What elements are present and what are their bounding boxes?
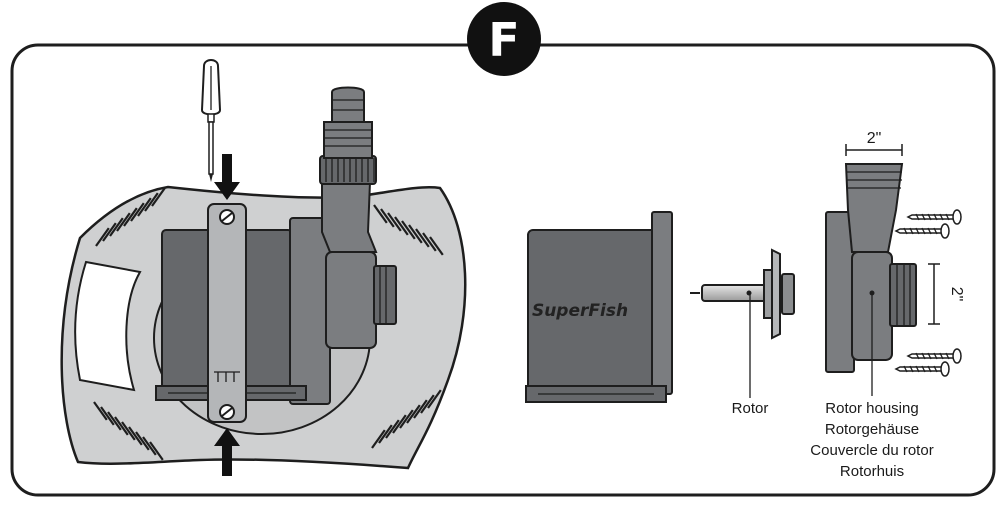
- rotor-impeller: [771, 248, 781, 340]
- strap-screw-top: [219, 209, 235, 225]
- pump-front-plate: [289, 217, 331, 405]
- rotor-housing-mounted: [325, 251, 377, 349]
- strap-screw-bottom: [219, 404, 235, 420]
- motor-front-flange: [651, 211, 673, 395]
- rotor-shaft: [701, 284, 767, 302]
- step-badge: F: [467, 2, 541, 76]
- step-letter: F: [488, 13, 519, 67]
- vent-slots-bottom-left: [93, 401, 164, 461]
- outlet-thread: [323, 121, 373, 159]
- dimension-top-label: 2": [867, 130, 882, 147]
- screw-icon: [894, 223, 950, 239]
- dimension-side: 2": [928, 263, 965, 325]
- vent-slots-top-right: [373, 204, 444, 256]
- hose-barb: [331, 86, 365, 123]
- screw-icon: [906, 209, 962, 225]
- screw-icon: [894, 361, 950, 377]
- dimension-side-label: 2": [948, 287, 965, 302]
- outlet-elbow: [321, 181, 378, 253]
- screws-group: [894, 209, 962, 377]
- rotor-housing-illustration: [825, 163, 917, 396]
- retaining-strap: [207, 203, 247, 423]
- screwdriver-icon: [200, 59, 222, 182]
- rotor-label: Rotor: [732, 400, 769, 417]
- motor-unit-illustration: SuperFish: [525, 211, 673, 403]
- vent-slots-bottom-right: [371, 389, 442, 449]
- screw-icon: [906, 348, 962, 364]
- dimension-top: 2": [845, 130, 903, 156]
- brand-logo: SuperFish: [532, 301, 628, 321]
- rotor-housing-label-fr: Couvercle du rotor: [810, 442, 933, 459]
- side-outlet-thread: [373, 265, 397, 325]
- mounted-pump-illustration: [60, 59, 467, 476]
- plate-window: [74, 260, 142, 392]
- rotor-illustration: [690, 248, 795, 398]
- rotor-housing-label-en: Rotor housing: [825, 400, 918, 417]
- housing-side-thread: [889, 263, 917, 327]
- arrow-up-icon: [214, 428, 240, 476]
- vent-slots-top-left: [95, 187, 166, 247]
- rotor-housing-label-de: Rotorgehäuse: [825, 421, 919, 438]
- rotor-housing-label-nl: Rotorhuis: [840, 463, 904, 480]
- arrow-down-icon: [214, 154, 240, 200]
